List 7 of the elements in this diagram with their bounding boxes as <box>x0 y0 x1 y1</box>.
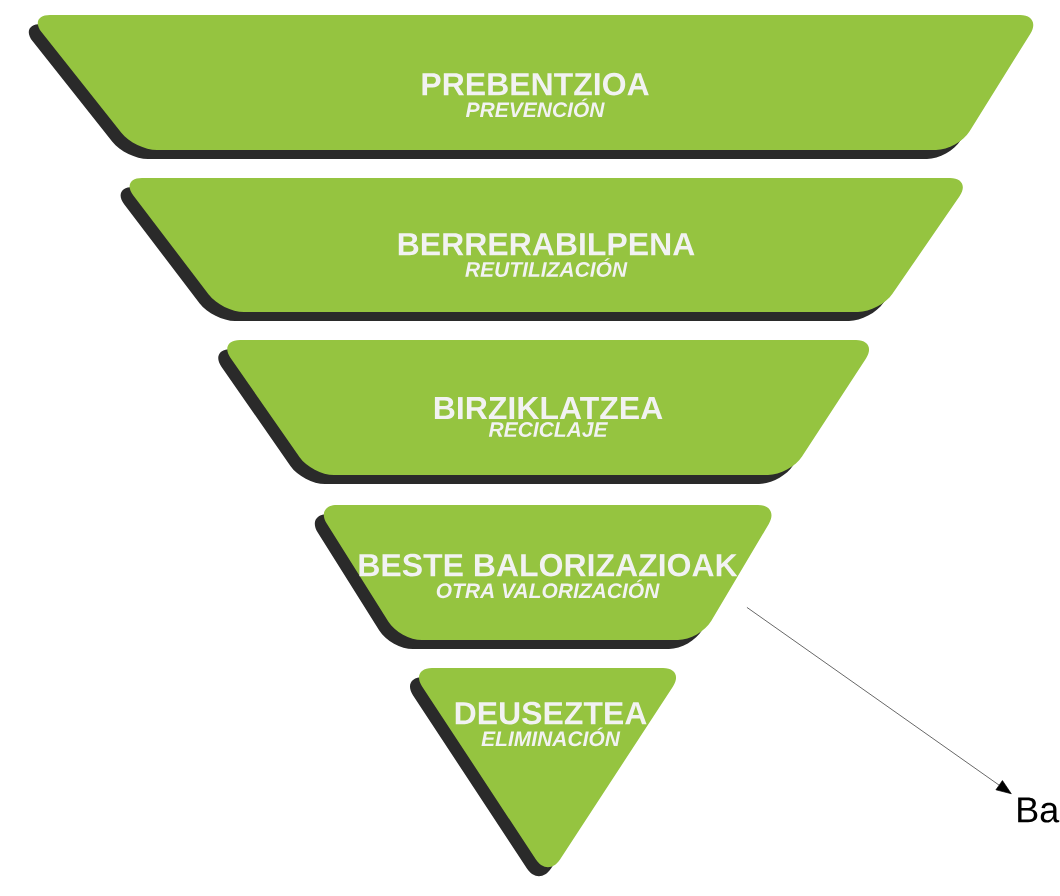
funnel-band: BERRERABILPENA REUTILIZACIÓN <box>120 178 963 321</box>
funnel-band: BIRZIKLATZEA RECICLAJE <box>218 340 870 484</box>
arrow <box>746 607 1012 795</box>
funnel-band: PREBENTZIOA PREVENCIÓN <box>28 15 1034 159</box>
funnel-band: DEUSEZTEA ELIMINACIÓN <box>410 668 677 877</box>
side-text: Ba <box>1018 797 1060 823</box>
funnel-band: BESTE BALORIZAZIOAK OTRA VALORIZACIÓN <box>314 505 772 649</box>
